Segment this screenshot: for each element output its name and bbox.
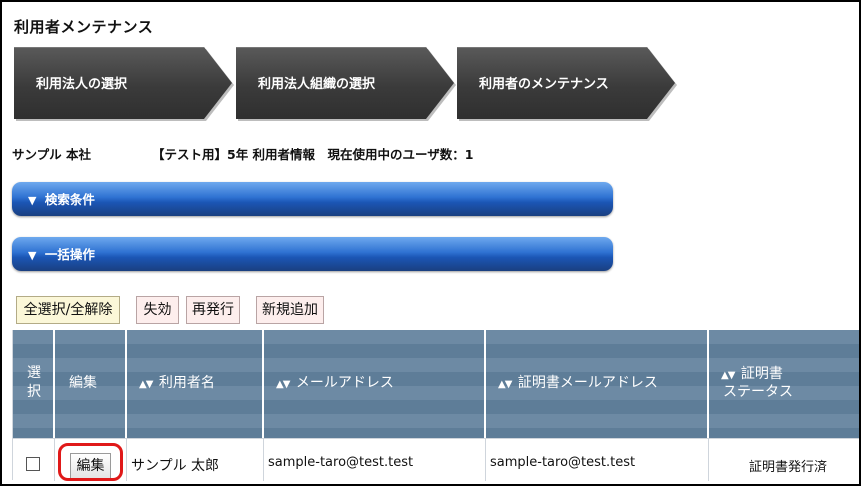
header-email[interactable]: ▲▼ メールアドレス bbox=[264, 330, 486, 438]
header-user-name-label: 利用者名 bbox=[158, 375, 215, 391]
company-name: サンプル 本社 bbox=[12, 147, 91, 162]
step-label: 利用法人の選択 bbox=[36, 77, 128, 92]
triangle-down-icon: ▼ bbox=[28, 249, 37, 262]
sort-icon: ▲▼ bbox=[721, 370, 735, 381]
panel-title: ▼ 検索条件 bbox=[28, 189, 95, 208]
header-cert-status-label: 証明書 bbox=[740, 366, 783, 382]
search-conditions-panel[interactable]: ▼ 検索条件 bbox=[12, 182, 613, 216]
header-email-label: メールアドレス bbox=[295, 375, 394, 391]
cell-cert-email: sample-taro@test.test bbox=[486, 439, 709, 481]
edit-button-highlight bbox=[58, 443, 123, 481]
step-label: 利用者のメンテナンス bbox=[479, 77, 609, 92]
row-checkbox[interactable] bbox=[26, 457, 40, 471]
search-conditions-label: 検索条件 bbox=[44, 192, 95, 207]
add-new-button[interactable]: 新規追加 bbox=[256, 296, 324, 324]
header-edit: 編集 bbox=[55, 330, 127, 438]
header-select-label: 選 bbox=[27, 365, 41, 381]
select-all-button[interactable]: 全選択/全解除 bbox=[16, 296, 120, 324]
header-cert-email-label: 証明書メールアドレス bbox=[517, 375, 658, 391]
panel-title: ▼ 一括操作 bbox=[28, 244, 95, 263]
header-cert-email[interactable]: ▲▼ 証明書メールアドレス bbox=[486, 330, 709, 438]
triangle-down-icon: ▼ bbox=[28, 194, 37, 207]
user-info-detail: 【テスト用】5年 利用者情報 現在使用中のユーザ数：1 bbox=[152, 147, 474, 162]
step-label: 利用法人組織の選択 bbox=[258, 77, 376, 92]
header-edit-label: 編集 bbox=[69, 375, 97, 391]
bulk-operations-label: 一括操作 bbox=[44, 247, 95, 262]
header-cert-status-label: ステータス bbox=[723, 384, 793, 400]
page-title: 利用者メンテナンス bbox=[14, 18, 154, 36]
table-header: 選 択 編集 ▲▼ 利用者名 ▲▼ メールアドレス ▲▼ bbox=[13, 330, 859, 438]
cert-status-value: 証明書発行済 bbox=[749, 460, 828, 475]
cert-email-value: sample-taro@test.test bbox=[490, 455, 636, 470]
header-user-name[interactable]: ▲▼ 利用者名 bbox=[127, 330, 264, 438]
step-select-organization[interactable]: 利用法人組織の選択 bbox=[236, 47, 454, 119]
header-select: 選 択 bbox=[13, 330, 55, 438]
sort-icon: ▲▼ bbox=[276, 379, 290, 390]
header-cert-status[interactable]: ▲▼ 証明書 ステータス bbox=[709, 330, 859, 438]
disable-button[interactable]: 失効 bbox=[136, 296, 179, 324]
cell-cert-status: 証明書発行済 bbox=[709, 439, 859, 481]
user-name: サンプル 太郎 bbox=[131, 458, 220, 474]
bulk-operations-panel[interactable]: ▼ 一括操作 bbox=[12, 237, 613, 271]
table-row: 編集 サンプル 太郎 sample-taro@test.test sample-… bbox=[13, 438, 859, 481]
sort-icon: ▲▼ bbox=[498, 379, 512, 390]
cell-user-name: サンプル 太郎 bbox=[127, 439, 264, 481]
reissue-button[interactable]: 再発行 bbox=[186, 296, 240, 324]
step-select-corporation[interactable]: 利用法人の選択 bbox=[14, 47, 232, 119]
email-value: sample-taro@test.test bbox=[268, 455, 414, 470]
step-user-maintenance[interactable]: 利用者のメンテナンス bbox=[457, 47, 675, 119]
cell-select bbox=[13, 439, 55, 481]
cell-email: sample-taro@test.test bbox=[264, 439, 486, 481]
header-select-label: 択 bbox=[27, 384, 41, 400]
user-table: 選 択 編集 ▲▼ 利用者名 ▲▼ メールアドレス ▲▼ bbox=[12, 330, 859, 481]
sort-icon: ▲▼ bbox=[139, 379, 153, 390]
